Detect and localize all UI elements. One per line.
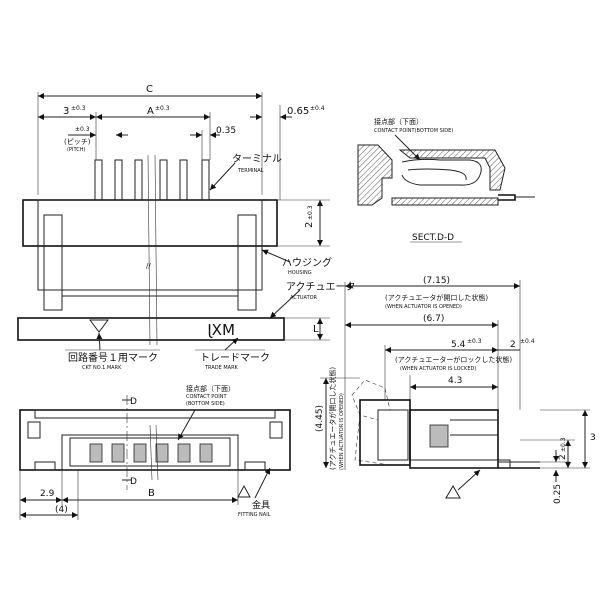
dim-065-label: 0.65 [287, 106, 309, 117]
dim-29: 2.9 [40, 489, 55, 499]
side-view: (7.15) (アクチュエータが開口した状態) (WHEN ACTUATOR I… [315, 276, 596, 504]
ckt-en: CKT NO.1 MARK [82, 365, 122, 371]
dim-67: (6.7) [423, 314, 444, 324]
housing-en: HOUSING [288, 270, 312, 276]
trade-en: TRADE MARK [204, 365, 239, 371]
dim-2-label: 2 [304, 222, 315, 228]
locked-en: (WHEN ACTUATOR IS LOCKED) [400, 366, 476, 372]
fitting-triangle-icon [237, 484, 251, 498]
warning-triangle-icon [445, 485, 461, 499]
bot-contact-en: CONTACT POINT [186, 394, 227, 400]
contact-pads [89, 443, 213, 463]
dim-065-tol: ±0.4 [310, 105, 325, 112]
dim-3-label: 3 [63, 106, 69, 117]
dim-2-tol: ±0.3 [307, 205, 314, 220]
d-mark-top: D [130, 397, 137, 407]
sect-contact-en: CONTACT POINT(BOTTOM SIDE) [374, 128, 453, 134]
housing-jp: ハウジング [282, 256, 332, 269]
trade-jp: トレードマーク [200, 352, 270, 364]
mxj-marking: MXJ [207, 321, 235, 339]
dim-4: (4) [55, 505, 68, 515]
dim-54-tol: ±0.3 [467, 338, 482, 345]
ckt-jp: 回路番号１用マーク [68, 351, 158, 364]
dim-c-label: C [146, 84, 153, 95]
opened-v-en: (WHEN ACTUATOR IS OPENED) [339, 393, 345, 470]
pitch-tol: ±0.3 [75, 126, 90, 133]
dim-035-label: 0.35 [216, 126, 236, 136]
sect-title: SECT.D-D [412, 233, 454, 243]
bot-contact-jp: 接点部（下面） [186, 384, 235, 393]
dim-l-label: L [313, 324, 319, 335]
sect-contact-jp: 接点部（下面） [374, 117, 423, 126]
opened-jp: (アクチュエータが開口した状態) [385, 293, 488, 302]
terminal-jp: ターミナル [232, 153, 282, 165]
dim-54: 5.4 [451, 340, 466, 350]
dim-b: B [148, 488, 155, 499]
actuator-jp: アクチュエータ [286, 281, 356, 293]
terminal-pins [94, 159, 210, 201]
dim-3-side: 3 [590, 433, 596, 443]
section-dd: 接点部（下面） CONTACT POINT(BOTTOM SIDE) SECT.… [357, 117, 535, 243]
dim-2b: 2 [558, 454, 568, 460]
dim-2-side: 2 [510, 340, 516, 350]
dim-a-label: A [147, 106, 154, 117]
bot-contact-en2: (BOTTOM SIDE) [186, 401, 225, 407]
opened-v-jp: (アクチュエータが開口した状態) [328, 367, 337, 470]
bottom-view: 接点部（下面） CONTACT POINT (BOTTOM SIDE) D D [19, 384, 291, 520]
dim-025: 0.25 [553, 484, 563, 504]
pitch-en: (PITCH) [67, 147, 85, 153]
pitch-jp: (ピッチ) [64, 138, 91, 146]
dim-3-tol: ±0.3 [71, 105, 86, 112]
dim-2-side-tol: ±0.4 [520, 338, 535, 345]
actuator-en: ACTUATOR [290, 295, 318, 301]
front-view: C 3 ±0.3 A ±0.3 0.65 ±0.4 ±0.3 (ピッチ) (PI… [17, 84, 356, 371]
d-mark-bottom: D [130, 477, 137, 487]
locked-jp: (アクチュエーターがロックした状態) [395, 355, 512, 364]
terminal-en: TERMINAL [237, 168, 264, 174]
break-symbol: // [146, 262, 151, 270]
dim-a-tol: ±0.3 [155, 105, 170, 112]
nail-jp: 金具 [252, 499, 270, 511]
dim-2b-tol: ±0.3 [560, 437, 567, 452]
opened-en: (WHEN ACTUATOR IS OPENED) [385, 304, 462, 310]
ckt-triangle-icon [89, 319, 109, 333]
dim-715: (7.15) [423, 276, 450, 286]
dim-445: (4.45) [315, 405, 325, 432]
nail-en: FITTING NAIL [238, 512, 271, 518]
dim-43: 4.3 [448, 376, 462, 386]
